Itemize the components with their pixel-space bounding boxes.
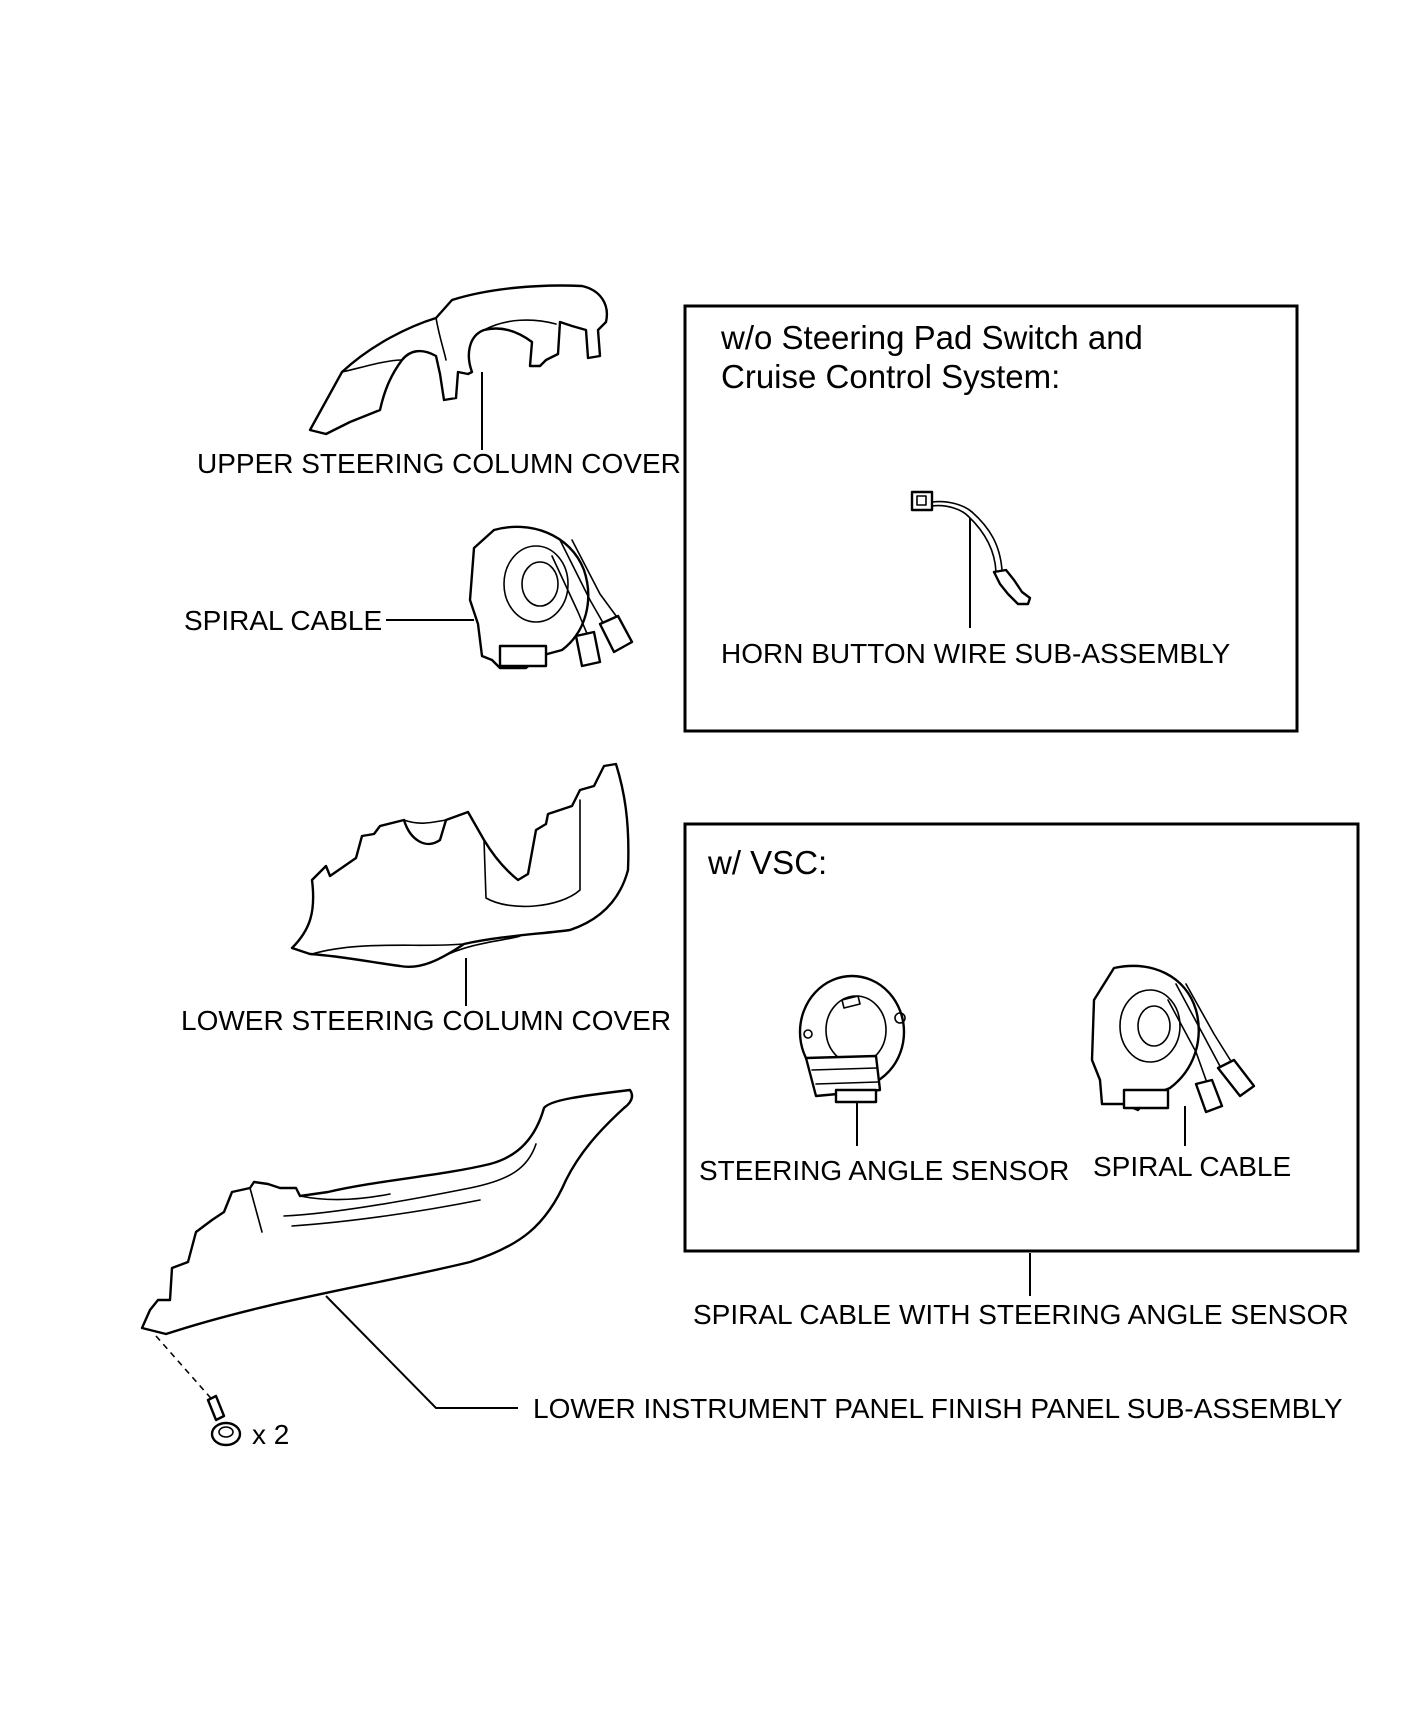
spiral-cable-drawing xyxy=(468,525,634,670)
no-switch-box xyxy=(683,304,1299,733)
lower-instrument-panel-finish-panel-drawing xyxy=(140,1088,634,1336)
screw-quantity: x 2 xyxy=(252,1419,289,1450)
spiral-with-sensor-label: SPIRAL CABLE WITH STEERING ANGLE SENSOR xyxy=(693,1299,1349,1330)
upper-steering-column-cover-drawing xyxy=(308,284,609,436)
upper-cover-label: UPPER STEERING COLUMN COVER xyxy=(197,448,681,479)
horn-button-wire-drawing xyxy=(910,490,1032,606)
vsc-heading: w/ VSC: xyxy=(707,844,827,881)
no-switch-heading-line1: w/o Steering Pad Switch and xyxy=(720,319,1143,356)
lower-cover-label: LOWER STEERING COLUMN COVER xyxy=(181,1005,671,1036)
no-switch-heading-line2: Cruise Control System: xyxy=(721,358,1060,395)
screw-icon xyxy=(155,1335,242,1447)
finish-panel-label: LOWER INSTRUMENT PANEL FINISH PANEL SUB-… xyxy=(533,1393,1343,1424)
horn-button-wire-label: HORN BUTTON WIRE SUB-ASSEMBLY xyxy=(721,638,1231,669)
vsc-box xyxy=(683,822,1360,1253)
spiral-cable-vsc-label: SPIRAL CABLE xyxy=(1093,1151,1291,1182)
spiral-cable-label: SPIRAL CABLE xyxy=(184,605,382,636)
steering-angle-sensor-label: STEERING ANGLE SENSOR xyxy=(699,1155,1069,1186)
steering-angle-sensor-drawing xyxy=(798,974,906,1104)
spiral-cable-vsc-drawing xyxy=(1090,964,1256,1114)
lower-steering-column-cover-drawing xyxy=(290,762,630,969)
